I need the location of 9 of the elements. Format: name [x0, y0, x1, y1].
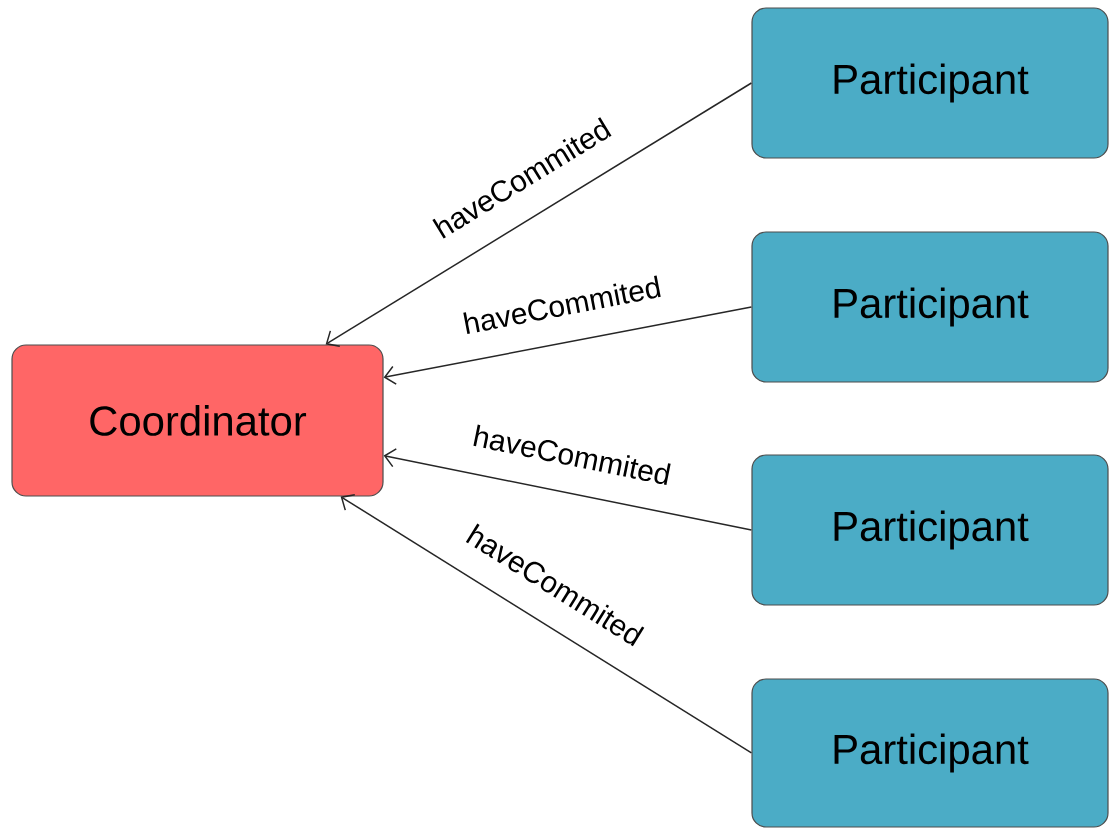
arrow	[340, 494, 753, 754]
process-box: Participant	[751, 678, 1109, 828]
process-box: Participant	[751, 7, 1109, 159]
process-box: Coordinator	[11, 344, 384, 497]
arrow	[383, 448, 753, 531]
process-box: Participant	[751, 454, 1109, 606]
arrow	[325, 82, 753, 347]
process-box: Participant	[751, 231, 1109, 383]
arrow	[383, 306, 753, 385]
